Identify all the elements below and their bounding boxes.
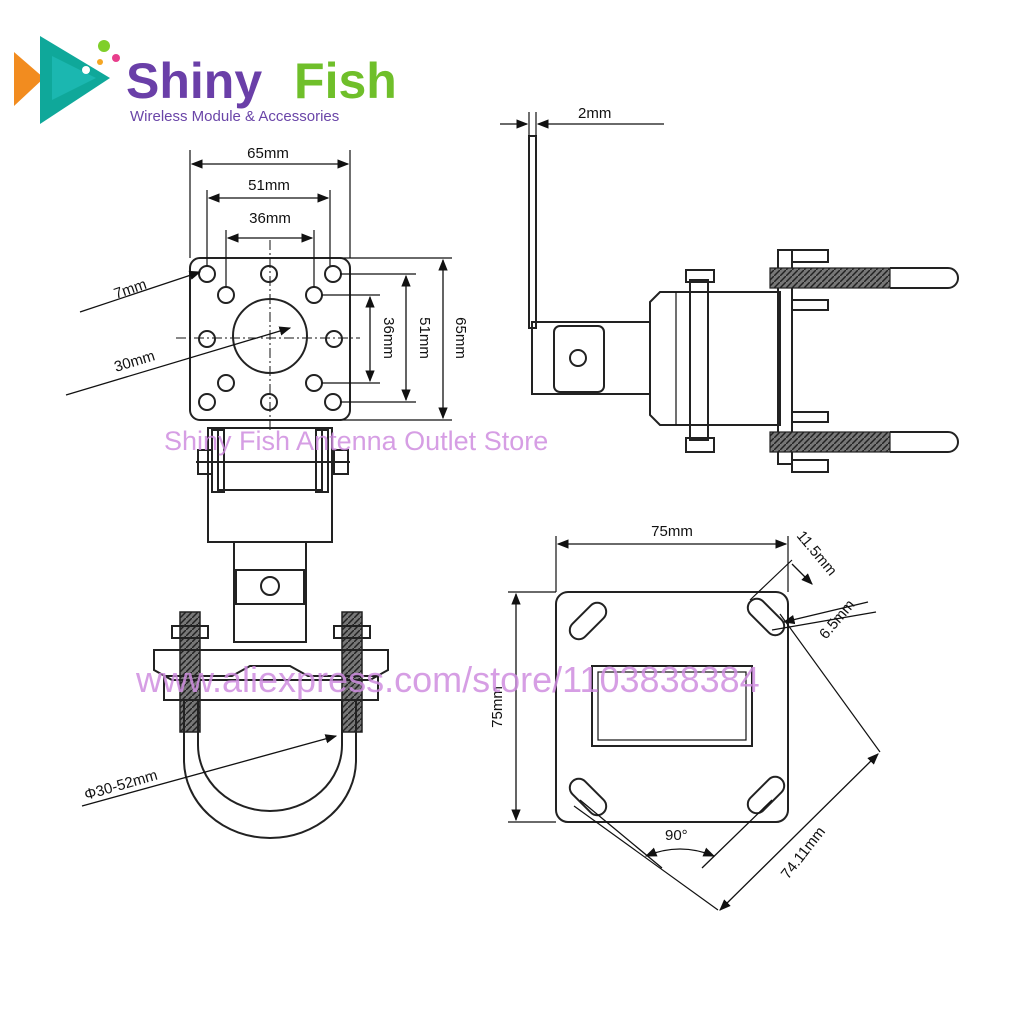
dim-75mm-height: 75mm	[489, 686, 506, 728]
fish-play-logo-icon	[14, 36, 120, 124]
dim-30mm: 30mm	[112, 347, 157, 375]
brand-logo: Shiny Fish Wireless Module & Accessories	[14, 36, 397, 125]
dim-75mm-width: 75mm	[651, 523, 693, 540]
brand-name-part1: Shiny	[126, 53, 262, 109]
mounting-slots	[568, 597, 786, 817]
base-plate	[555, 591, 789, 823]
side-view-drawing	[500, 112, 959, 473]
dim-74-11mm-diagonal: 74.11mm	[778, 824, 829, 883]
svg-text:Shiny Fish: Shiny Fish	[126, 53, 397, 109]
bolt-holes	[198, 265, 343, 411]
brand-tagline: Wireless Module & Accessories	[130, 108, 339, 125]
dim-2mm-thickness: 2mm	[578, 105, 611, 122]
dim-36mm-top: 36mm	[249, 210, 291, 227]
dim-36mm-side: 36mm	[380, 317, 397, 359]
center-hole	[232, 298, 308, 374]
store-watermark: Shiny Fish Antenna Outlet Store	[164, 426, 548, 456]
dim-6-5mm-slot-width: 6.5mm	[816, 597, 858, 643]
plate-edge	[528, 135, 537, 329]
front-view-drawing	[65, 150, 452, 839]
pole-clamp	[81, 611, 389, 839]
dim-clamp-diameter: Φ30-52mm	[82, 767, 159, 804]
dim-90-degree-angle: 90°	[665, 827, 688, 844]
brand-name-part2: Fish	[294, 53, 397, 109]
center-cutout	[591, 665, 753, 747]
dim-51mm-top: 51mm	[248, 177, 290, 194]
support-arm	[233, 541, 307, 643]
base-plate-view	[508, 536, 881, 911]
dim-65mm-top: 65mm	[247, 145, 289, 162]
url-watermark: www.aliexpress.com/store/1103838384	[135, 659, 760, 700]
dim-51mm-side: 51mm	[416, 317, 433, 359]
dim-7mm: 7mm	[112, 276, 149, 303]
dim-65mm-side: 65mm	[452, 317, 469, 359]
